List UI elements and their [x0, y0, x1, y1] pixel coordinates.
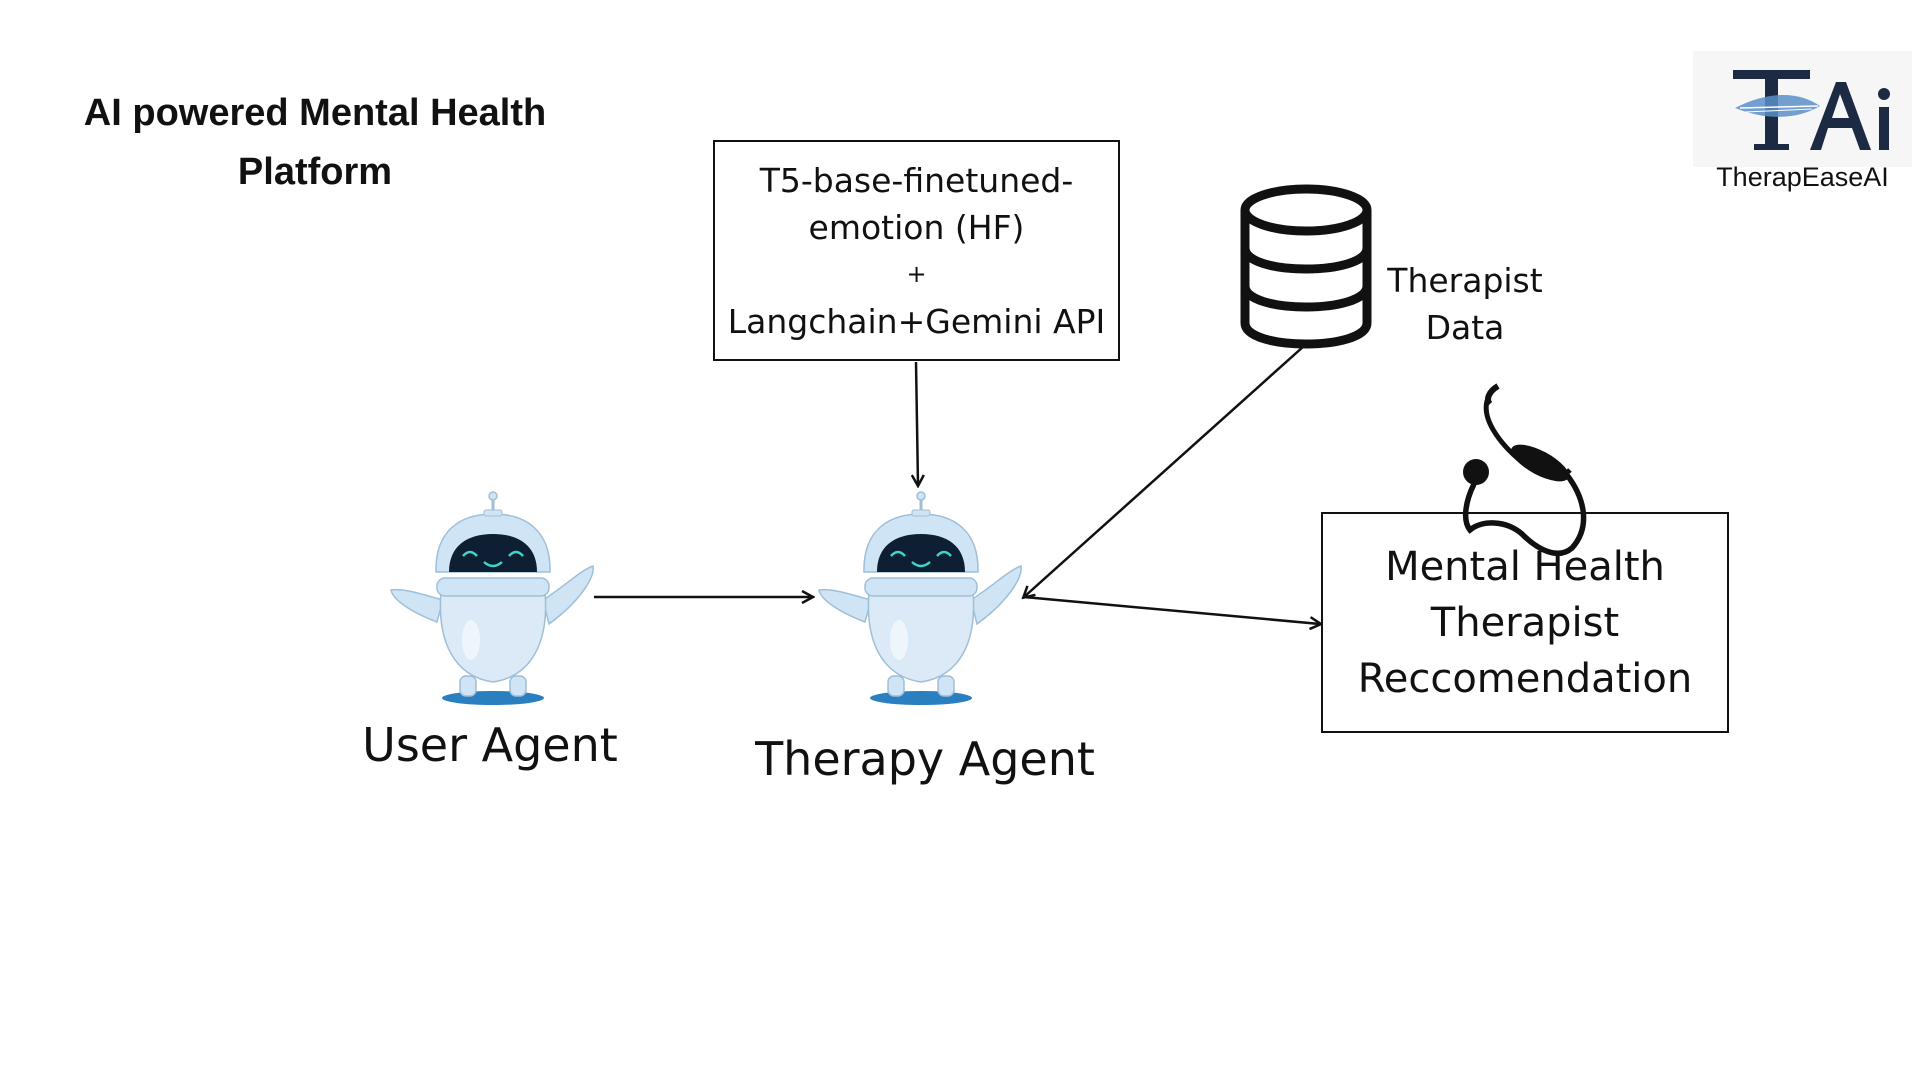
model-plus: +	[906, 259, 927, 288]
title-line-1: AI powered Mental Health	[83, 92, 547, 134]
recommendation-box: Mental Health Therapist Reccomendation	[1321, 512, 1729, 733]
model-box: T5-base-finetuned- emotion (HF) + Langch…	[713, 140, 1120, 361]
model-line-4: Langchain+Gemini API	[727, 301, 1106, 341]
user-agent-robot-icon	[389, 490, 595, 707]
database-label-line-2: Data	[1425, 308, 1505, 347]
database-icon	[1240, 184, 1372, 349]
database-to-therapy-arrow	[1024, 345, 1305, 597]
model-to-therapy-arrow	[916, 361, 918, 485]
model-line-2: emotion (HF)	[808, 207, 1025, 247]
stethoscope-icon	[1462, 383, 1587, 556]
user-agent-label: User Agent	[362, 718, 618, 772]
database-label: Therapist Data	[1370, 257, 1560, 351]
recommendation-line-3: Reccomendation	[1357, 655, 1693, 702]
database-label-line-1: Therapist	[1387, 261, 1543, 300]
model-line-1: T5-base-finetuned-	[759, 160, 1074, 200]
logo-caption: TherapEaseAI	[1716, 162, 1889, 192]
recommendation-line-2: Therapist	[1430, 599, 1620, 646]
diagram-title: AI powered Mental Health Platform	[40, 84, 590, 202]
title-line-2: Platform	[237, 151, 393, 193]
therapy-to-recommendation-arrow	[1023, 595, 1320, 624]
therapy-agent-robot-icon	[817, 490, 1023, 707]
recommendation-line-1: Mental Health	[1385, 543, 1665, 590]
therapy-agent-label: Therapy Agent	[755, 732, 1095, 786]
